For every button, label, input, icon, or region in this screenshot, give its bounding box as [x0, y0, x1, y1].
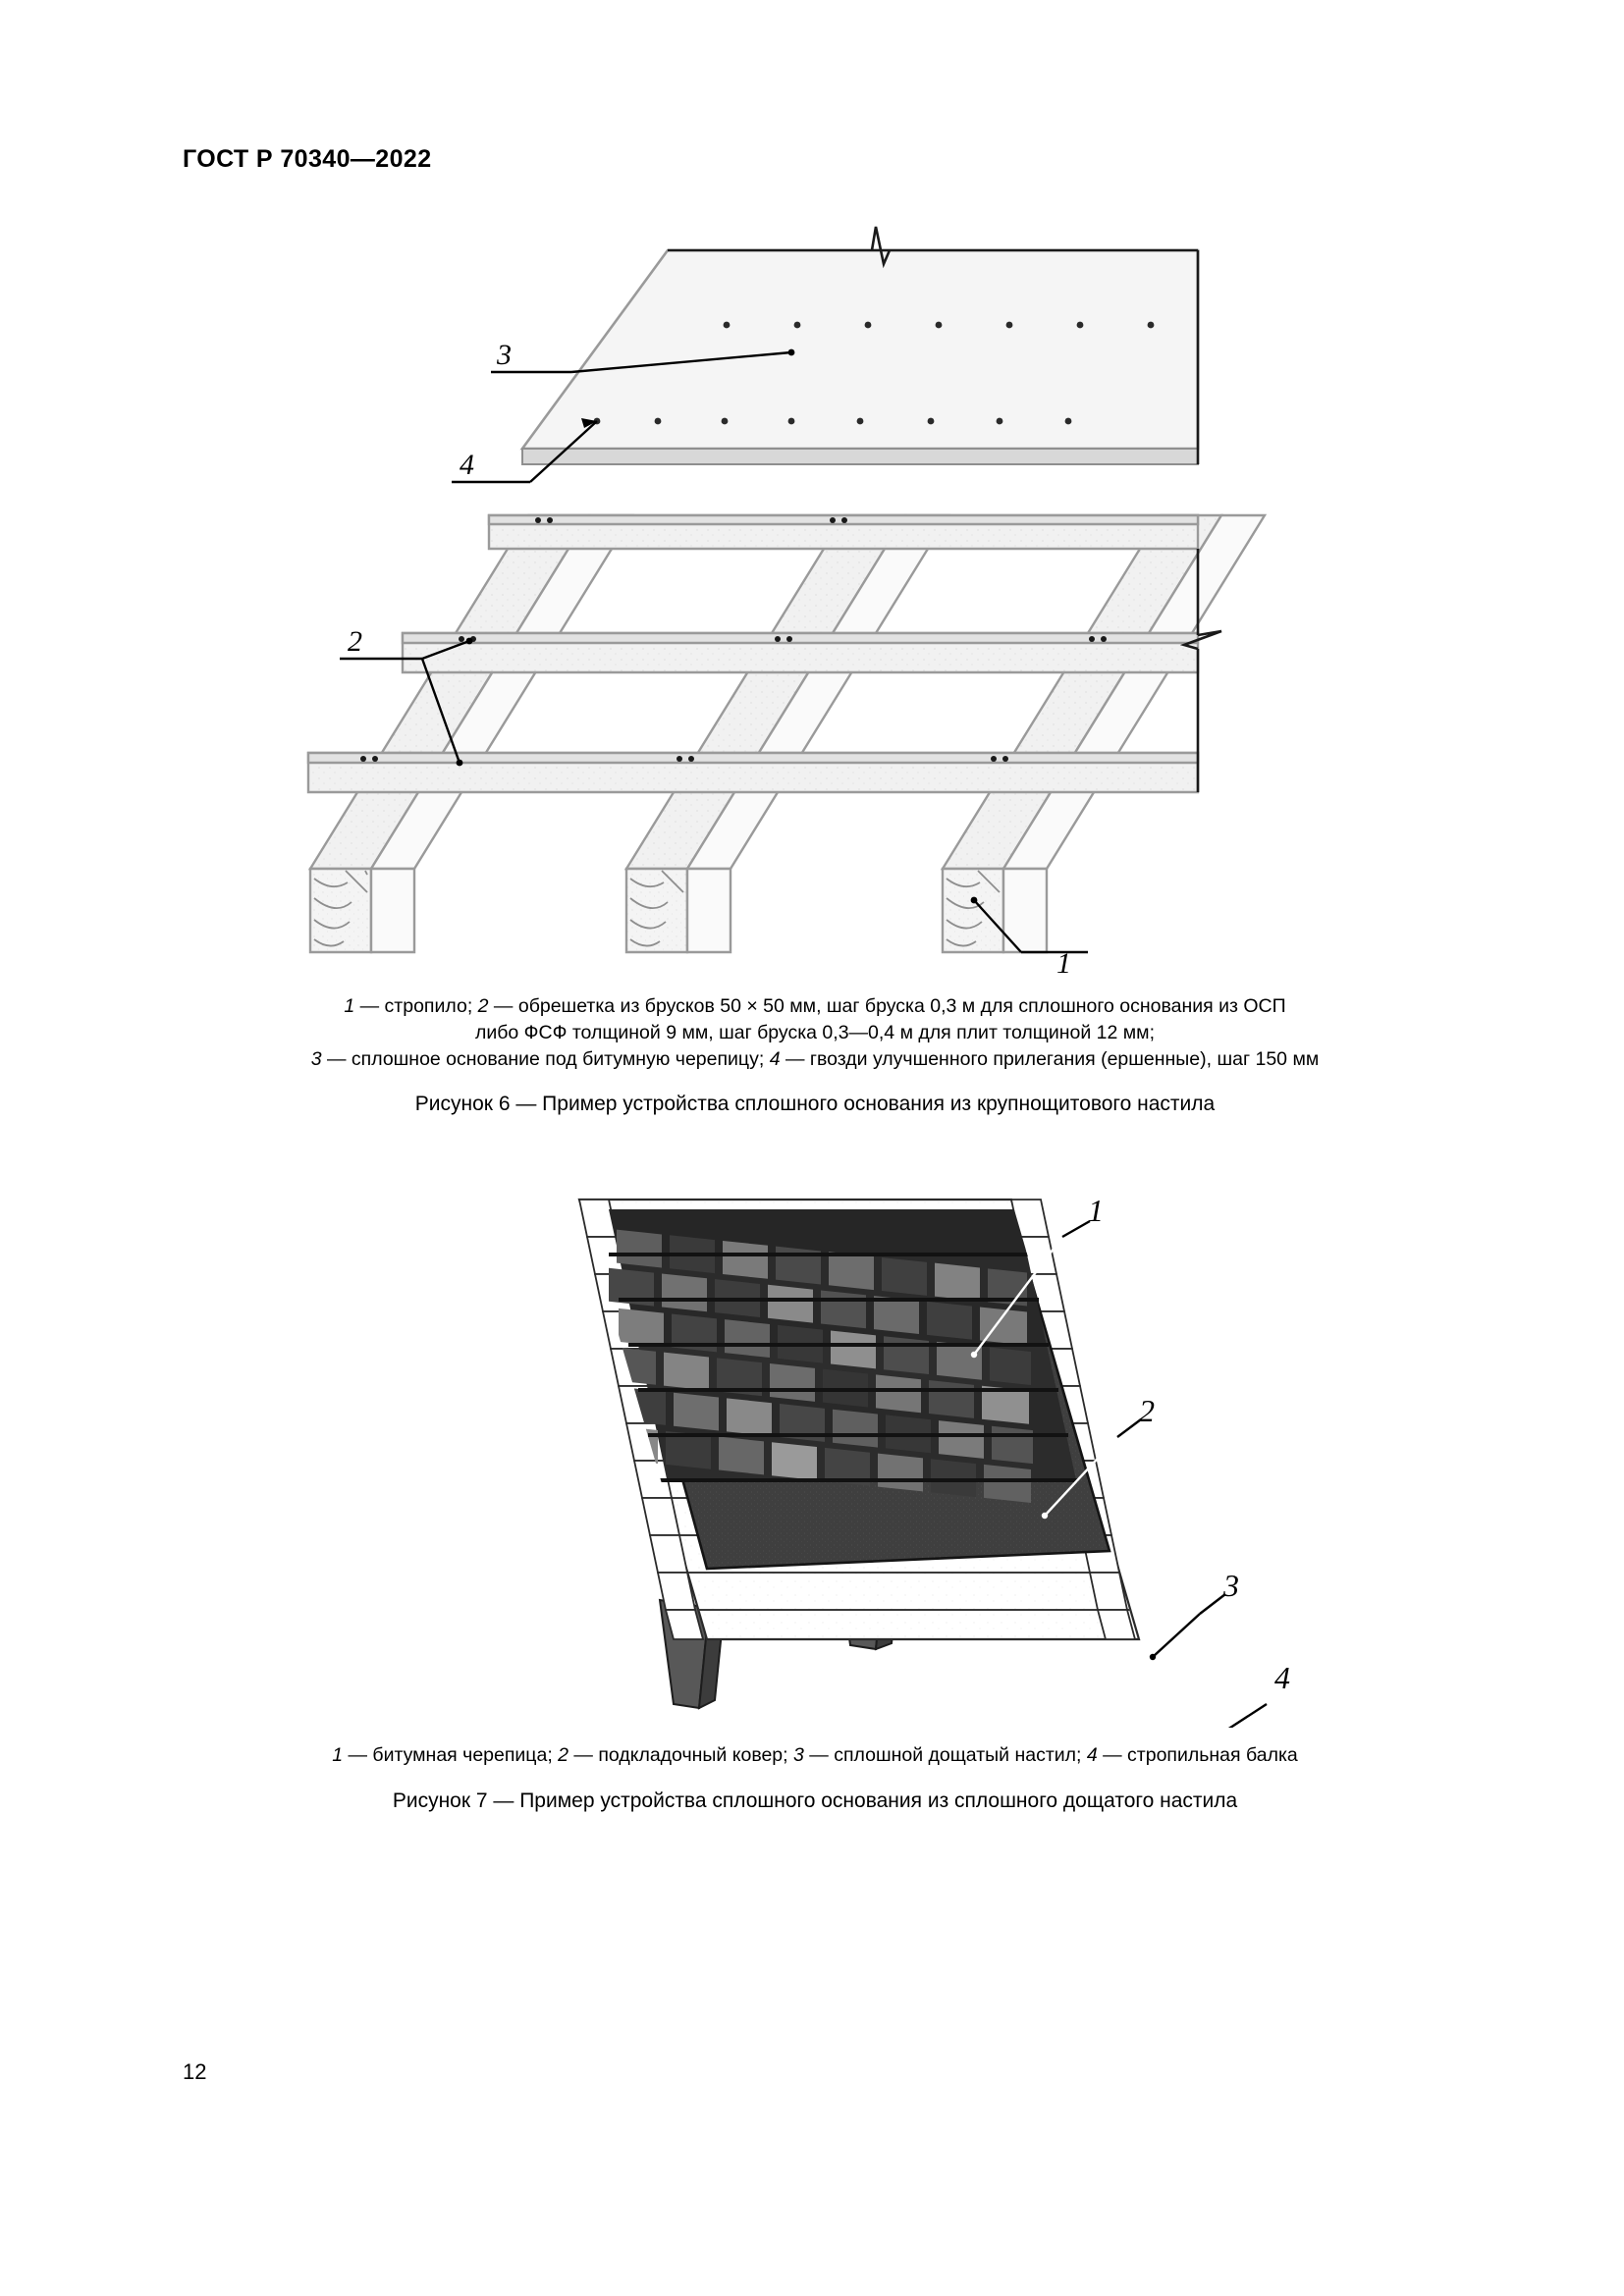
legend-text: — гвозди улучшенного прилегания (ершенны…: [780, 1048, 1320, 1070]
legend-ref: 3: [793, 1744, 804, 1766]
standard-header: ГОСТ Р 70340—2022: [183, 145, 432, 173]
legend-text: — обрешетка из брусков 50 × 50 мм, шаг б…: [488, 995, 1286, 1017]
legend-text: — подкладочный ковер;: [568, 1744, 793, 1766]
rafter-end-2: [624, 867, 732, 954]
figure-7-legend: 1 — битумная черепица; 2 — подкладочный …: [167, 1742, 1463, 1769]
fig7-callout-2: 2: [1139, 1393, 1155, 1428]
break-symbol-top: [870, 226, 892, 269]
fig6-callout-2: 2: [348, 625, 362, 658]
batten-middle: [401, 631, 1200, 674]
rafter-end-1: [308, 867, 416, 954]
legend-ref: 1: [344, 995, 355, 1017]
callout-numbers-7: 1 2 3 4: [1088, 1193, 1290, 1695]
figure-6-illustration: 3 4 2 1: [295, 191, 1335, 987]
legend-text: либо ФСФ толщиной 9 мм, шаг бруска 0,3—0…: [474, 1022, 1156, 1043]
legend-text: — битумная черепица;: [343, 1744, 559, 1766]
fig6-callout-4: 4: [460, 449, 474, 481]
figure-7-illustration: 1 2 3 4: [461, 1178, 1345, 1728]
legend-text: — стропило;: [354, 995, 478, 1017]
callout-leaders: [340, 348, 1088, 954]
legend-text: — стропильная балка: [1097, 1744, 1298, 1766]
legend-text: — сплошной дощатый настил;: [803, 1744, 1087, 1766]
page-number: 12: [183, 2059, 207, 2084]
rafter-end-3: [941, 867, 1049, 954]
nail-dot-group: [593, 321, 1155, 425]
shingle-tabs: [609, 1229, 1033, 1503]
sheathing-panel: [519, 226, 1200, 465]
legend-ref: 4: [1086, 1744, 1098, 1766]
fig6-callout-1: 1: [1056, 947, 1071, 980]
legend-ref: 1: [332, 1744, 344, 1766]
fig7-callout-1: 1: [1088, 1193, 1104, 1228]
callout-leaders-7: [970, 1219, 1268, 1728]
shingle-keyways: [609, 1253, 1078, 1482]
figure-7-title: Рисунок 7 — Пример устройства сплошного …: [392, 1789, 1238, 1812]
fig6-callout-3: 3: [496, 339, 512, 371]
figure-6-title: Рисунок 6 — Пример устройства сплошного …: [414, 1093, 1216, 1115]
break-symbol-right: [1179, 629, 1222, 651]
batten-upper: [487, 513, 1200, 551]
fig7-callout-3: 3: [1222, 1568, 1239, 1603]
shingle-course-group: [609, 1209, 1078, 1503]
rafter-end-group: [308, 867, 1049, 954]
batten-lower: [306, 751, 1200, 794]
callout-numbers: 3 4 2 1: [348, 339, 1071, 980]
figure-6-legend: 1 — стропило; 2 — обрешетка из брусков 5…: [167, 993, 1463, 1073]
legend-ref: 4: [769, 1048, 781, 1070]
legend-ref: 3: [310, 1048, 322, 1070]
rafter-group: [307, 513, 1268, 871]
legend-text: — сплошное основание под битумную черепи…: [321, 1048, 770, 1070]
legend-ref: 2: [558, 1744, 569, 1766]
legend-ref: 2: [477, 995, 489, 1017]
fig7-callout-4: 4: [1274, 1660, 1290, 1695]
